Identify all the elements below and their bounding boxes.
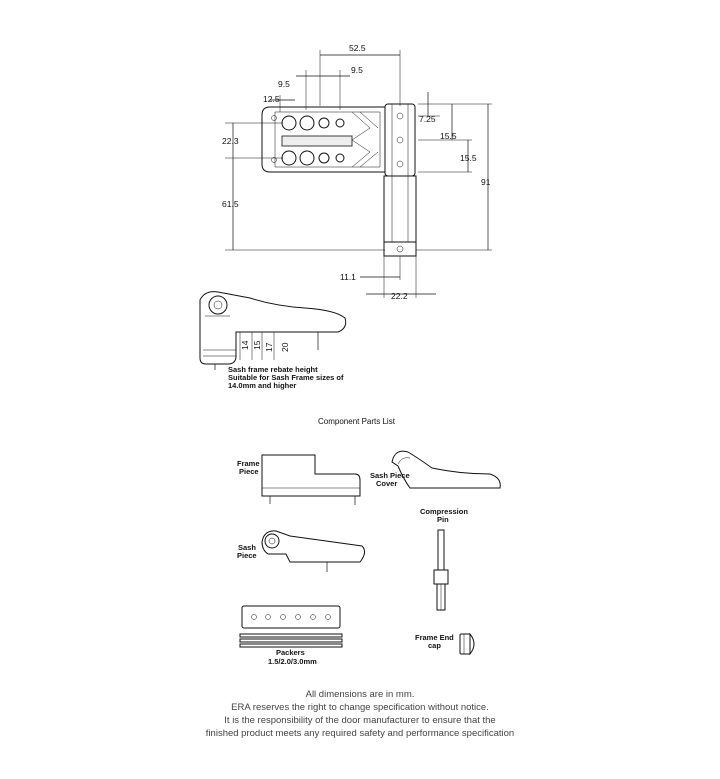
rebate-note-line1: Sash frame rebate height: [228, 365, 318, 374]
frame-end-cap-drawing: [459, 632, 475, 656]
rebate-note-line3: 14.0mm and higher: [228, 381, 296, 390]
dim-52-5: 52.5: [349, 43, 366, 53]
parts-list-title: Component Parts List: [318, 417, 396, 426]
compression-pin-label-2: Pin: [437, 515, 449, 524]
rebate-14: 14: [240, 340, 250, 350]
sash-piece-cover-label-1: Sash Piece: [370, 471, 410, 480]
frame-piece-label-1: Frame: [237, 459, 260, 468]
dim-91: 91: [481, 177, 491, 187]
dimension-lines: [225, 50, 492, 298]
footer-line-1: All dimensions are in mm.: [306, 689, 415, 700]
footer-line-3: It is the responsibility of the door man…: [224, 715, 495, 726]
sash-piece-cover-label-2: Cover: [376, 479, 397, 488]
dim-9-5-right: 9.5: [351, 65, 363, 75]
sash-piece-drawing: [261, 530, 366, 572]
dim-61-5: 61.5: [222, 199, 239, 209]
frame-end-cap-label-1: Frame End: [415, 633, 454, 642]
dim-15-5-top: 15.5: [440, 131, 457, 141]
dim-9-5-left: 9.5: [278, 79, 290, 89]
compression-pin-drawing: [433, 529, 449, 611]
frame-piece-drawing: [261, 454, 361, 505]
sash-piece-label-2: Piece: [237, 551, 257, 560]
dim-22-3: 22.3: [222, 136, 239, 146]
hinge-side-view: [199, 291, 347, 370]
packers-label-2: 1.5/2.0/3.0mm: [268, 657, 317, 666]
dim-22-2: 22.2: [391, 291, 408, 301]
sash-piece-cover-drawing: [391, 450, 501, 489]
footer-line-2: ERA reserves the right to change specifi…: [231, 702, 489, 713]
rebate-note-line2: Suitable for Sash Frame sizes of: [228, 373, 344, 382]
packers-label-1: Packers: [276, 648, 305, 657]
rebate-15: 15: [252, 340, 262, 350]
footer-line-4: finished product meets any required safe…: [206, 728, 514, 739]
hinge-top-view: [261, 103, 417, 257]
sash-piece-label-1: Sash: [238, 543, 256, 552]
rebate-17: 17: [264, 342, 274, 352]
dim-15-5-bottom: 15.5: [460, 153, 477, 163]
compression-pin-label-1: Compression: [420, 507, 468, 516]
packers-drawing: [239, 605, 343, 648]
dim-7-25: 7.25: [419, 114, 436, 124]
dim-12-5: 12.5: [263, 94, 280, 104]
frame-piece-label-2: Piece: [239, 467, 259, 476]
frame-end-cap-label-2: cap: [428, 641, 441, 650]
dim-11-1: 11.1: [340, 272, 356, 282]
rebate-20: 20: [280, 342, 290, 352]
